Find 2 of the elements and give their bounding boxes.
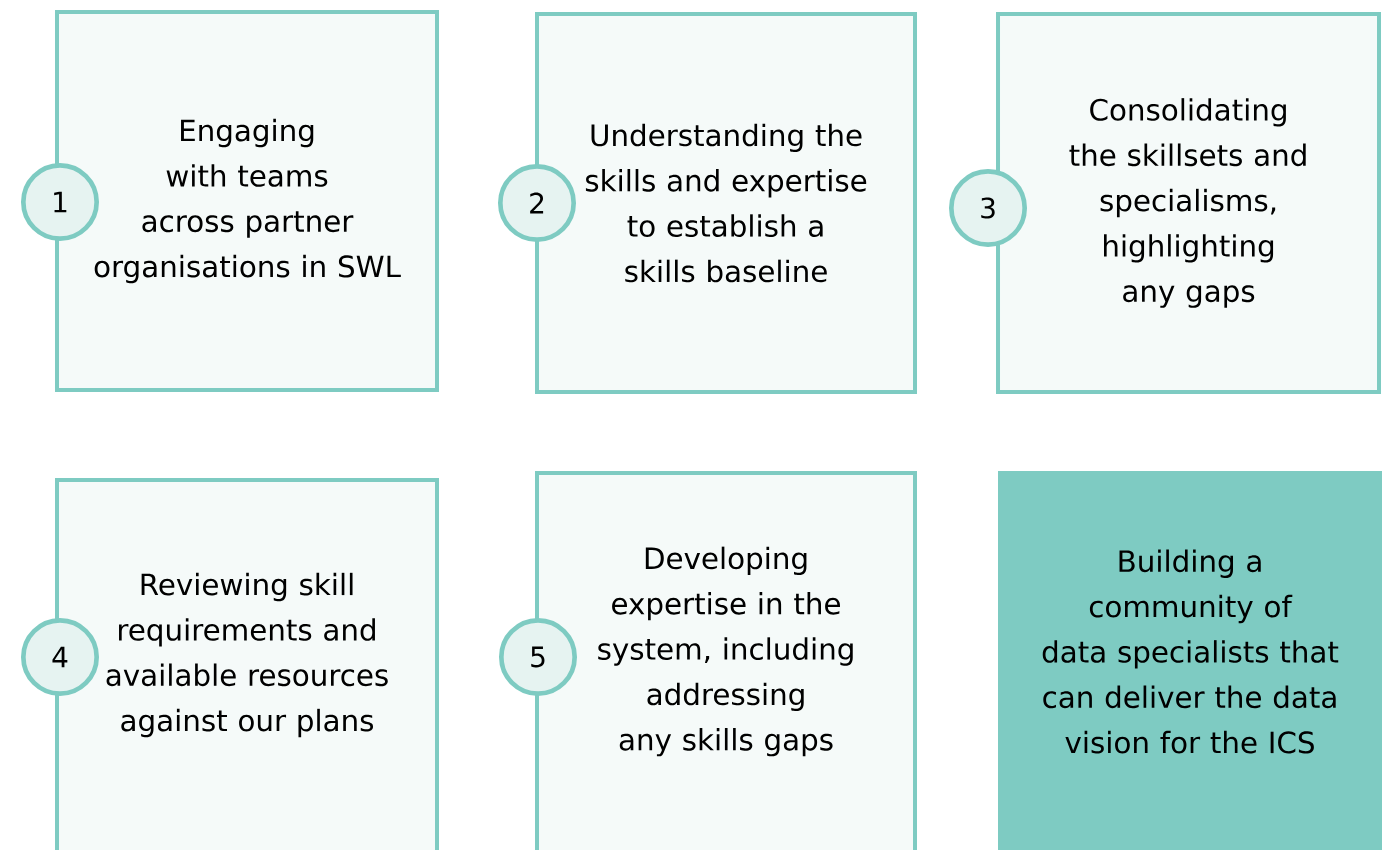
step-box: Consolidating the skillsets and specialisms, highlighting any gaps xyxy=(996,12,1381,394)
goal-box: Building a community of data specialists that can deliver the data vision for the ICS xyxy=(998,471,1382,850)
